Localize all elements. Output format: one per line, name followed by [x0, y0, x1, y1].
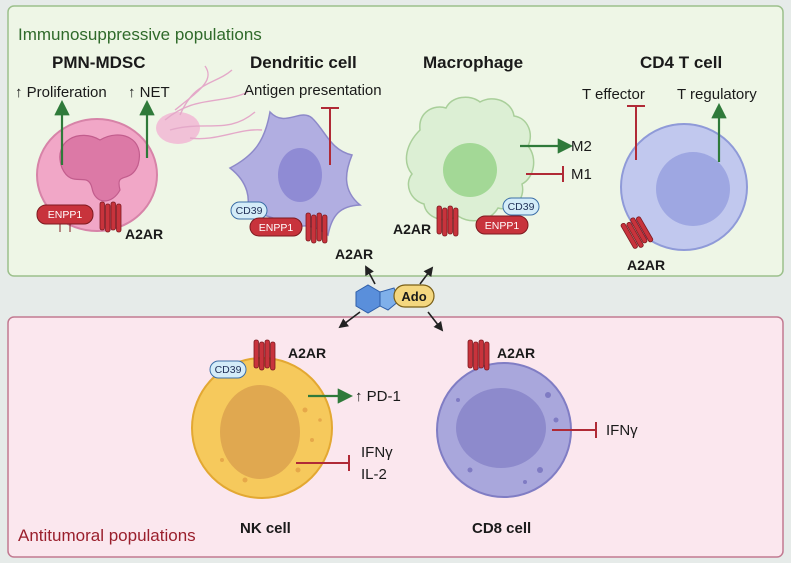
- cd8-a2ar-label: A2AR: [497, 345, 535, 361]
- nk-ifng-label: IFNγ: [361, 444, 393, 461]
- nk-cd39: CD39: [209, 360, 247, 379]
- ado-arrow-to-nk: [338, 311, 361, 329]
- dendritic-a2ar-label: A2AR: [335, 246, 373, 262]
- cd4-inhibit-teffector: [627, 105, 645, 160]
- cd8-inhibit-ifng: [552, 422, 597, 438]
- dendritic-title: Dendritic cell: [250, 53, 357, 72]
- pmn-mdsc-a2ar-label: A2AR: [125, 226, 163, 242]
- cd8-ifng-label: IFNγ: [606, 422, 638, 439]
- dendritic-effect-antigen: Antigen presentation: [244, 82, 382, 99]
- dendritic-inhibit-antigen: [321, 107, 339, 165]
- section-title-antitumoral: Antitumoral populations: [18, 526, 196, 545]
- cd4-effect-teffector: T effector: [582, 86, 645, 103]
- ado-arrow-to-cd8: [427, 311, 444, 332]
- svg-text:ENPP1: ENPP1: [259, 222, 294, 234]
- dendritic-enpp1: ENPP1: [249, 217, 303, 237]
- macrophage-enpp1: ENPP1: [475, 215, 529, 235]
- macrophage-cd39: CD39: [502, 197, 540, 216]
- svg-text:CD39: CD39: [236, 205, 263, 217]
- macrophage-m2-label: M2: [571, 138, 592, 155]
- adenosine-molecule: [355, 284, 400, 314]
- cd4-title: CD4 T cell: [640, 53, 722, 72]
- cd4-a2ar-label: A2AR: [627, 257, 665, 273]
- svg-text:CD39: CD39: [215, 364, 242, 376]
- pmn-mdsc-cell: [36, 118, 158, 232]
- dendritic-cd39: CD39: [230, 201, 268, 220]
- pmn-mdsc-enpp1: ENPP1: [36, 204, 94, 232]
- dendritic-nucleus: [278, 148, 322, 202]
- svg-text:CD39: CD39: [508, 201, 535, 213]
- immunosuppressive-panel: [7, 5, 784, 277]
- cd8-granules: [456, 392, 559, 484]
- macrophage-nucleus: [443, 143, 497, 197]
- pmn-mdsc-effect-proliferation: ↑ Proliferation: [15, 84, 107, 101]
- ado-pill: [393, 284, 435, 308]
- nk-il2-label: IL-2: [361, 466, 387, 483]
- pmn-mdsc-effect-net: ↑ NET: [128, 84, 170, 101]
- cd8-nucleus: [456, 388, 546, 468]
- pmn-mdsc-title: PMN-MDSC: [52, 53, 146, 72]
- svg-text:ENPP1: ENPP1: [485, 220, 520, 232]
- macrophage-a2ar-label: A2AR: [393, 221, 431, 237]
- nk-title: NK cell: [240, 520, 291, 537]
- antitumoral-panel: [7, 316, 784, 558]
- macrophage-inhibit-m1: [526, 166, 564, 182]
- macrophage-m1-label: M1: [571, 166, 592, 183]
- ado-arrow-to-macrophage: [419, 266, 434, 285]
- svg-text:ENPP1: ENPP1: [48, 209, 83, 221]
- ado-arrow-to-dendritic: [365, 265, 376, 285]
- nk-a2ar-label: A2AR: [288, 345, 326, 361]
- ado-label: Ado: [401, 289, 426, 304]
- section-title-immunosuppressive: Immunosuppressive populations: [18, 25, 262, 44]
- nk-granules: [220, 407, 322, 483]
- cd8-title: CD8 cell: [472, 520, 531, 537]
- cd4-nucleus: [656, 152, 730, 226]
- net-strands: [156, 65, 263, 144]
- nk-pd1-label: ↑ PD-1: [355, 388, 401, 405]
- cd4-effect-tregulatory: T regulatory: [677, 86, 757, 103]
- macrophage-title: Macrophage: [423, 53, 523, 72]
- nk-nucleus: [220, 385, 300, 479]
- nk-inhibit-cytokines: [296, 455, 350, 471]
